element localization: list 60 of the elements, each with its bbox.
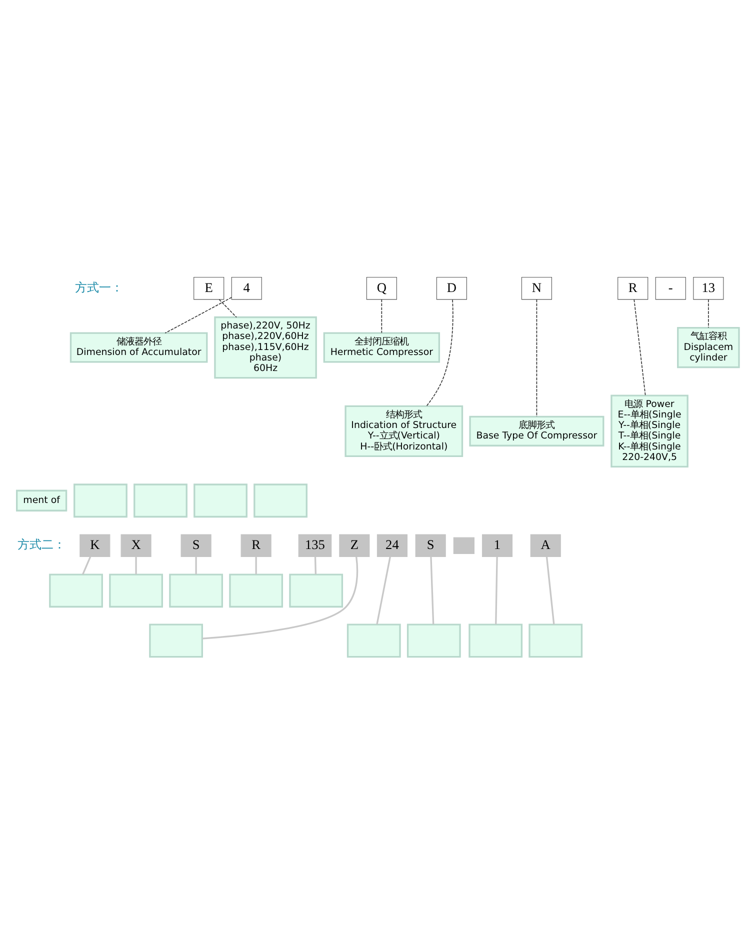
node-box: [149, 623, 203, 658]
node-box: R: [618, 276, 648, 300]
connector: [430, 556, 434, 624]
connector: [376, 556, 391, 624]
node-box: [406, 623, 461, 658]
connector: [218, 298, 237, 318]
node-box: S: [415, 534, 446, 557]
connector: [202, 556, 358, 639]
node-box: 24: [376, 534, 408, 557]
node-box: 气缸容积 Displacem cylinder: [677, 326, 740, 368]
node-box: [74, 483, 128, 518]
node-box: Q: [366, 276, 397, 300]
node-box: [254, 483, 308, 518]
connector: [708, 298, 709, 328]
node-box: [229, 573, 284, 608]
connector: [314, 556, 317, 574]
connector: [255, 556, 257, 574]
node-box: [134, 483, 188, 518]
node-box: N: [521, 276, 552, 300]
node-box: E: [194, 276, 224, 300]
node-box: [346, 623, 401, 658]
node-box: X: [120, 534, 152, 557]
node-box: [453, 536, 474, 554]
node-box: D: [436, 276, 467, 300]
connector: [536, 298, 538, 416]
node-box: K: [80, 534, 110, 557]
node-box: 结构形式 Indication of Structure Y--立式(Vertical) H--卧式(Horizontal): [344, 404, 464, 456]
connector: [381, 298, 382, 333]
node-box: -: [655, 276, 686, 300]
node-box: S: [180, 534, 212, 557]
connector: [634, 298, 646, 396]
node-box: [194, 483, 248, 518]
node-box: [468, 623, 523, 658]
node-box: [49, 573, 103, 608]
node-box: 135: [298, 534, 332, 557]
connector: [164, 296, 232, 333]
node-box: 底脚形式 Base Type Of Compressor: [469, 415, 604, 446]
node-box: phase),220V, 50Hz phase),220V,60Hz phase),115V,60Hz phase) 60Hz: [214, 316, 317, 378]
connector: [135, 556, 137, 574]
node-box: [109, 573, 163, 608]
node-box: [289, 573, 344, 608]
node-box: 13: [693, 276, 724, 300]
node-box: 全封闭压缩机 Hermetic Compressor: [323, 332, 440, 362]
node-box: [169, 573, 224, 608]
node-box: 4: [231, 276, 262, 300]
node-box: ment of: [16, 489, 68, 511]
connector: [495, 556, 498, 624]
node-box: R: [240, 534, 272, 557]
connector: [82, 556, 92, 574]
connector: [426, 298, 454, 406]
node-box: Z: [339, 534, 370, 557]
node-box: A: [530, 534, 561, 557]
node-box: 电源 Power E--单相(Single Y--单相(Single T--单相(Single K--单相(Single 220-240V,5: [610, 394, 688, 468]
node-box: 储液器外径 Dimension of Accumulator: [70, 332, 208, 362]
node-box: [528, 623, 583, 658]
connector: [195, 556, 197, 574]
connector: [546, 556, 555, 624]
label: 方式一：: [74, 280, 123, 294]
label: 方式二：: [18, 537, 66, 552]
node-box: 1: [482, 534, 513, 557]
